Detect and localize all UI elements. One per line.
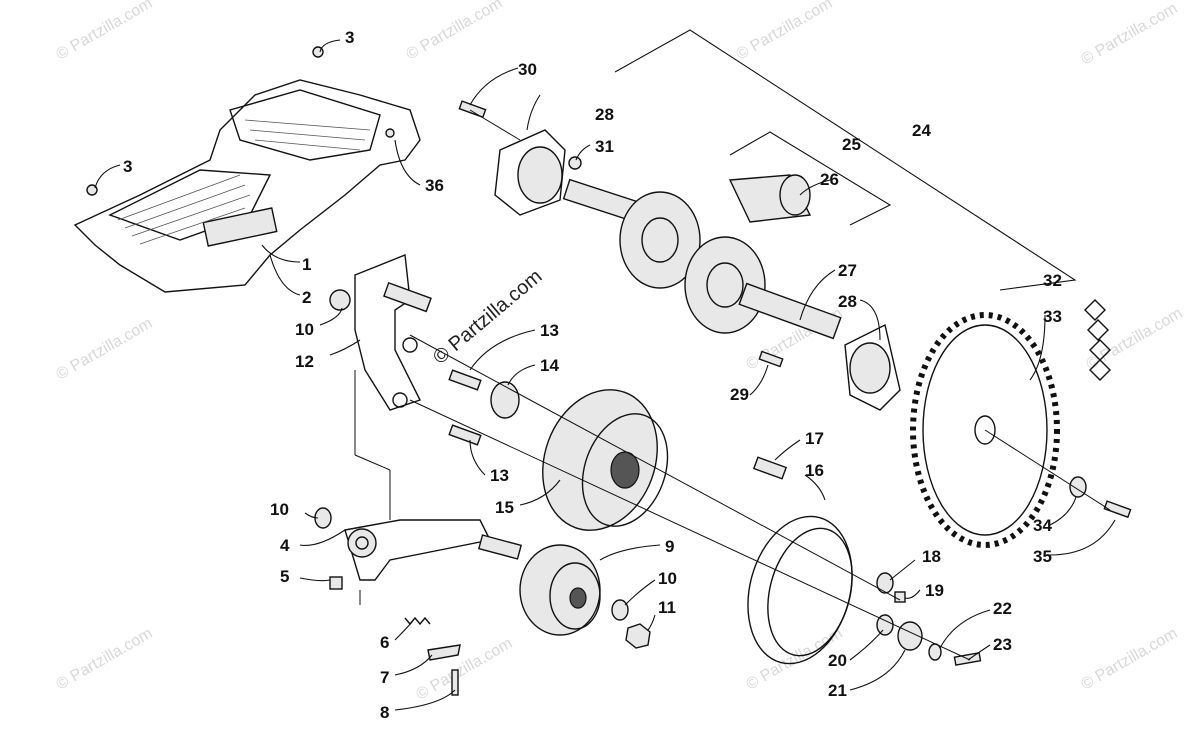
pin: [752, 456, 788, 480]
callout-27: 27: [838, 261, 857, 280]
callout-4: 4: [280, 536, 290, 555]
jackshaft-assembly: [494, 129, 901, 411]
watermark: © Partzilla.com: [1079, 0, 1181, 68]
watermark: © Partzilla.com: [1079, 625, 1181, 694]
callout-28: 28: [595, 105, 614, 124]
axes: [354, 109, 1111, 661]
watermark: © Partzilla.com: [414, 635, 516, 704]
callout-8: 8: [380, 703, 389, 722]
callout-3: 3: [123, 157, 132, 176]
callout-12: 12: [295, 352, 314, 371]
callout-3: 3: [345, 28, 354, 47]
callout-19: 19: [925, 581, 944, 600]
watermark: © Partzilla.com: [404, 0, 506, 63]
callout-23: 23: [993, 635, 1012, 654]
watermark-center: © Partzilla.com: [429, 265, 546, 368]
callout-2: 2: [302, 288, 311, 307]
idler-wheel: [519, 544, 601, 636]
callout-14: 14: [540, 356, 559, 375]
callout-6: 6: [380, 633, 389, 652]
callout-35: 35: [1033, 547, 1052, 566]
callout-32: 32: [1043, 271, 1062, 290]
watermark: © Partzilla.com: [734, 0, 836, 63]
callout-20: 20: [828, 651, 847, 670]
leader-lines: [94, 39, 1116, 711]
watermark: © Partzilla.com: [54, 0, 156, 63]
callout-13: 13: [540, 321, 559, 340]
brake-band: [747, 515, 853, 665]
callout-16: 16: [805, 461, 824, 480]
callout-15: 15: [495, 498, 514, 517]
callout-10: 10: [295, 320, 314, 339]
callout-17: 17: [805, 429, 824, 448]
callout-7: 7: [380, 668, 389, 687]
callout-10: 10: [270, 500, 289, 519]
callout-18: 18: [922, 547, 941, 566]
callout-34: 34: [1033, 516, 1052, 535]
callout-9: 9: [665, 537, 674, 556]
assembly-brackets: [614, 29, 1077, 291]
callout-24: 24: [912, 121, 931, 140]
nut: [625, 623, 651, 649]
watermark: © Partzilla.com: [54, 315, 156, 384]
callouts: 1 2 3 3 4 5 6 7 8 9 10 10 10 11 12 13 13…: [123, 28, 1062, 722]
clutch-drum: [542, 389, 669, 531]
callout-36: 36: [425, 176, 444, 195]
callout-11: 11: [658, 598, 676, 617]
callout-22: 22: [993, 599, 1012, 618]
callout-26: 26: [820, 170, 839, 189]
callout-1: 1: [302, 255, 311, 274]
cover-plate: [73, 79, 421, 293]
sleeve: [728, 174, 812, 223]
callout-10: 10: [658, 569, 677, 588]
callout-28: 28: [838, 292, 857, 311]
callout-31: 31: [595, 137, 614, 156]
callout-13: 13: [490, 466, 509, 485]
callout-29: 29: [730, 385, 749, 404]
watermark: © Partzilla.com: [54, 625, 156, 694]
tension-arm: [344, 519, 522, 581]
chain: [1084, 299, 1111, 381]
bracket: [354, 254, 432, 411]
callout-21: 21: [828, 681, 847, 700]
callout-5: 5: [280, 567, 289, 586]
callout-30: 30: [518, 60, 537, 79]
callout-33: 33: [1043, 307, 1062, 326]
callout-25: 25: [842, 135, 861, 154]
